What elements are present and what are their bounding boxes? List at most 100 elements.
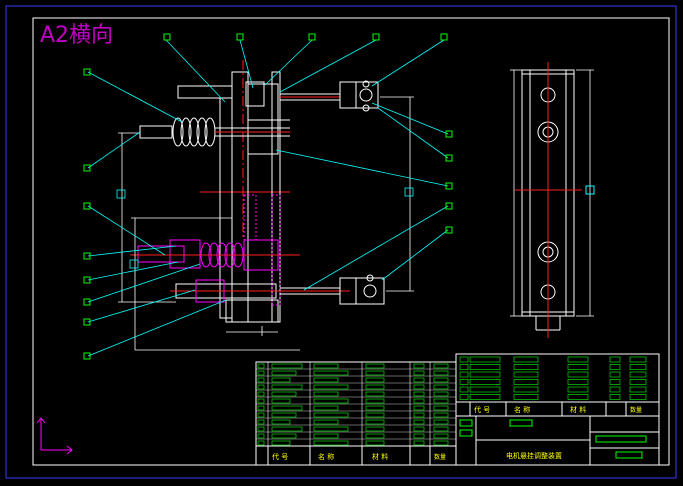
title-cell-text-block	[459, 371, 469, 378]
parts-cell-text-block	[433, 412, 449, 418]
upper-bracket	[247, 83, 279, 155]
title-cell-text-block	[469, 386, 501, 393]
title-header-code: 代 号	[474, 405, 490, 414]
parts-cell-text-block	[257, 433, 265, 439]
balloon-left-6	[83, 298, 91, 306]
parts-cell-text-block	[313, 363, 339, 369]
parts-cell-text-block	[365, 377, 385, 383]
lower-spring-section	[137, 239, 279, 271]
title-cell-text-block	[609, 364, 621, 370]
balloon-left-7	[83, 318, 91, 326]
parts-cell-text-block	[433, 398, 449, 404]
parts-cell-text-block	[271, 391, 297, 397]
parts-cell-text-block	[271, 426, 303, 432]
balloon-left-3	[83, 202, 91, 210]
upper-clevis	[339, 81, 379, 109]
parts-cell-text-block	[365, 398, 385, 404]
parts-cell-text-block	[433, 433, 449, 439]
parts-cell-text-block	[433, 426, 449, 432]
parts-cell-text-block	[365, 419, 385, 425]
leader-lines	[87, 39, 449, 357]
title-cell-text-block	[469, 379, 501, 385]
title-cell-text-block	[513, 364, 539, 370]
parts-cell-text-block	[413, 391, 425, 397]
title-cell-text-block	[459, 386, 469, 393]
balloon-left-1	[83, 68, 91, 76]
title-cell-text-block	[629, 364, 647, 370]
parts-cell-text-block	[257, 398, 265, 404]
parts-cell-text-block	[257, 391, 265, 397]
title-cell-text-block	[513, 394, 539, 400]
parts-cell-text-block	[257, 440, 265, 446]
sheet-outer-border	[5, 5, 677, 479]
side-view	[510, 62, 595, 338]
parts-header-material: 材 料	[372, 452, 388, 461]
title-block-table	[455, 353, 660, 466]
title-cell-text-block	[629, 379, 647, 385]
balloon-left-5	[83, 276, 91, 284]
ucs-axis-icon	[36, 417, 73, 455]
parts-cell-text-block	[313, 377, 339, 383]
parts-cell-text-block	[365, 384, 385, 390]
title-cell-text-block	[609, 356, 621, 363]
parts-cell-text-block	[271, 419, 291, 425]
parts-cell-text-block	[271, 412, 297, 418]
spring-bolt-upper	[139, 125, 173, 139]
parts-cell-text-block	[433, 377, 449, 383]
title-cell-text-block	[567, 371, 589, 378]
balloon-left-2	[83, 164, 91, 172]
parts-cell-text-block	[433, 391, 449, 397]
parts-cell-text-block	[413, 398, 425, 404]
parts-cell-text-block	[313, 398, 349, 404]
title-header-material: 材 料	[570, 405, 586, 414]
balloon-right-5	[445, 226, 453, 234]
balloon-right-1	[445, 130, 453, 138]
parts-cell-text-block	[413, 419, 425, 425]
parts-cell-text-block	[313, 426, 349, 432]
parts-cell-text-block	[433, 363, 449, 369]
parts-cell-text-block	[257, 419, 265, 425]
parts-cell-text-block	[257, 363, 265, 369]
parts-cell-text-block	[413, 377, 425, 383]
title-header-name: 名 称	[514, 405, 530, 414]
title-cell-text-block	[459, 394, 469, 400]
title-cell-text-block	[459, 379, 469, 385]
parts-cell-text-block	[271, 370, 297, 376]
parts-cell-text-block	[313, 384, 349, 390]
drawing-title: 电机悬挂调整装置	[506, 451, 562, 460]
balloon-right-4	[445, 202, 453, 210]
parts-header-qty: 数量	[434, 453, 446, 461]
title-cell-text-block	[629, 386, 647, 393]
parts-cell-text-block	[271, 440, 291, 446]
parts-cell-text-block	[257, 412, 265, 418]
title-cell-text-block	[567, 386, 589, 393]
front-view	[130, 60, 385, 323]
front-view-dimensions	[116, 96, 414, 351]
title-cell-text-block	[609, 394, 621, 400]
parts-cell-text-block	[433, 419, 449, 425]
parts-cell-text-block	[413, 440, 425, 446]
title-cell-text-block	[469, 394, 501, 400]
title-cell-text-block	[609, 379, 621, 385]
parts-cell-text-block	[313, 370, 349, 376]
parts-cell-text-block	[413, 405, 425, 411]
title-cell-text-block	[629, 394, 647, 400]
parts-cell-text-block	[413, 433, 425, 439]
parts-cell-text-block	[433, 405, 449, 411]
parts-cell-text-block	[257, 426, 265, 432]
title-cell-text-block	[567, 394, 589, 400]
parts-cell-text-block	[271, 433, 297, 439]
parts-cell-text-block	[313, 419, 339, 425]
title-cell-text-block	[469, 371, 501, 378]
side-plate	[219, 97, 233, 319]
balloon-left-8	[83, 352, 91, 360]
parts-cell-text-block	[271, 384, 303, 390]
title-cell-text-block	[567, 364, 589, 370]
parts-cell-text-block	[257, 377, 265, 383]
title-cell-text-block	[469, 364, 501, 370]
parts-cell-text-block	[313, 433, 339, 439]
parts-cell-text-block	[257, 370, 265, 376]
title-block: 代 号 名 称 材 料 数量 代 号 名 称 材 料 数量 电机悬挂调整装置	[255, 353, 660, 466]
title-header-qty: 数量	[630, 406, 642, 414]
base-block	[225, 299, 279, 323]
